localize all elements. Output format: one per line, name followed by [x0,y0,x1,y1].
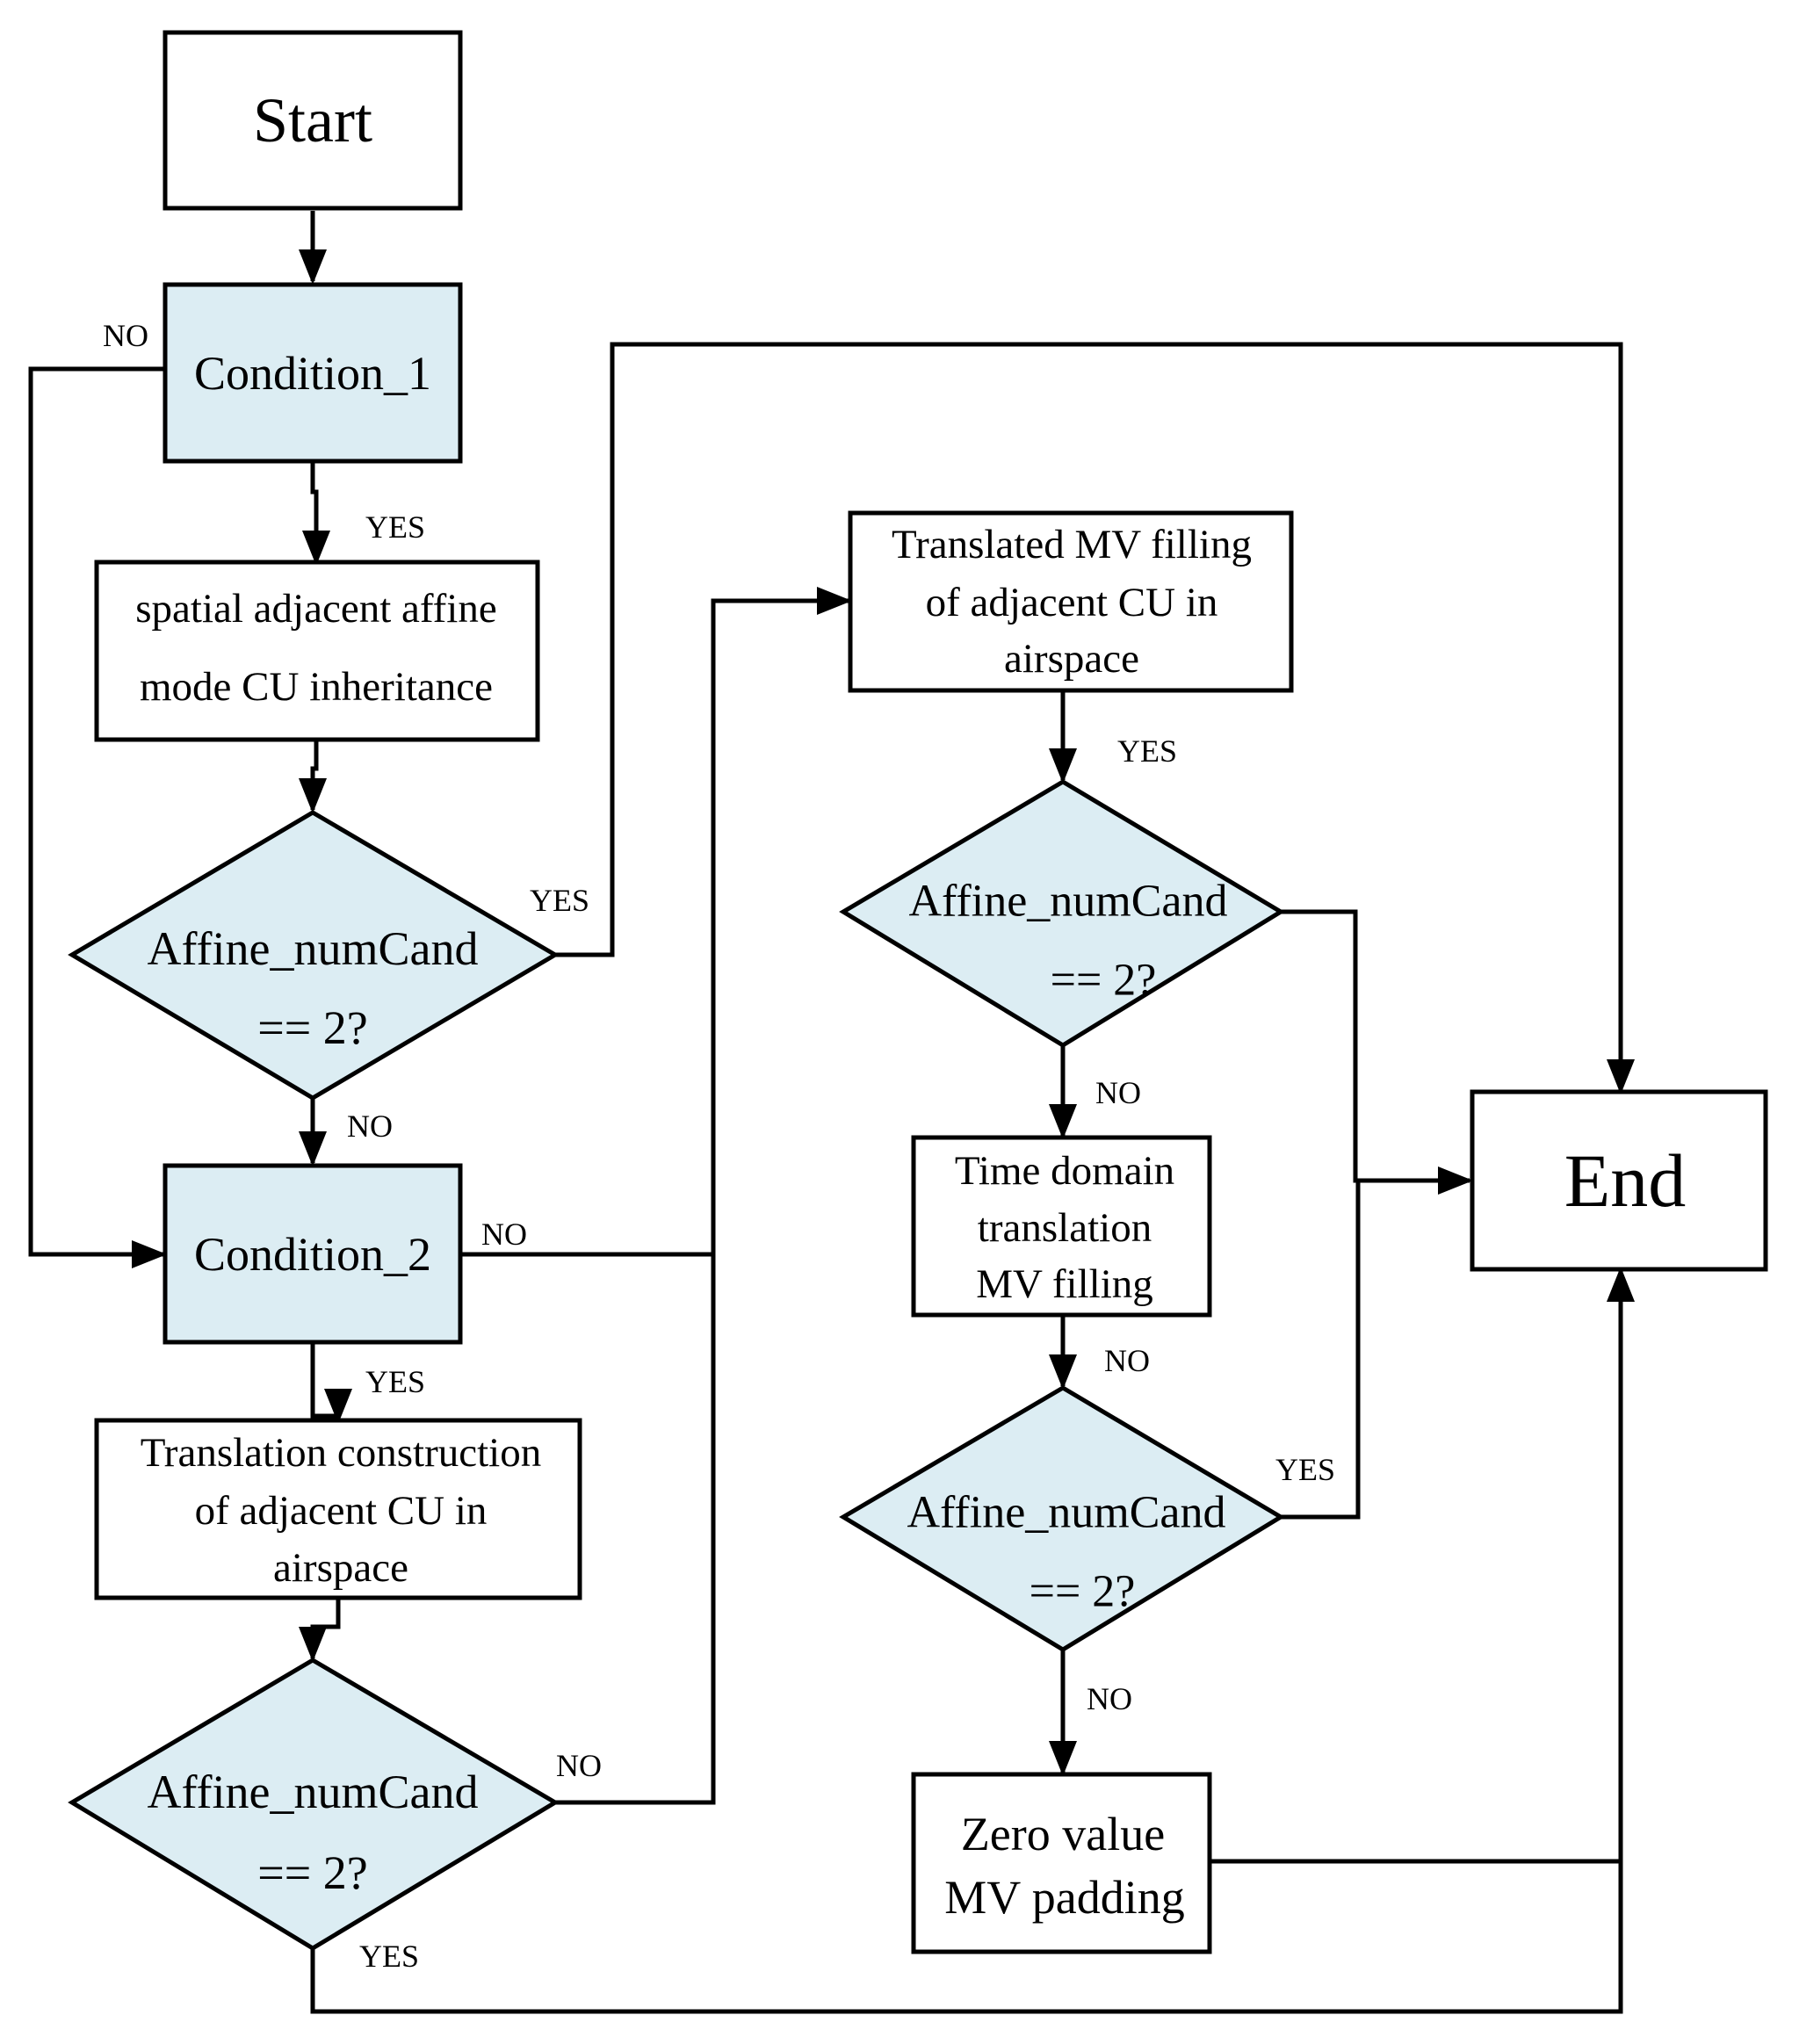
label-decision2-yes: YES [359,1939,419,1974]
edge-condition2-to-translation [310,1342,352,1424]
condition1-label: Condition_1 [194,347,431,400]
edges [28,211,1635,2014]
translated-mv-node: Translated MV filling of adjacent CU in … [848,510,1294,693]
zero-padding-node: Zero value MV padding [911,1772,1212,1954]
zero-padding-line2: MV padding [944,1871,1185,1924]
decision1-line1: Affine_numCand [148,922,479,975]
decision3-node: Affine_numCand == 2? [839,779,1285,1048]
translation-construction-line3: airspace [273,1545,408,1591]
time-domain-node: Time domain translation MV filling [911,1135,1212,1318]
edge-condition2-no-to-translated [461,587,852,1257]
label-condition1-yes: YES [365,509,425,545]
spatial-inherit-node: spatial adjacent affine mode CU inherita… [94,560,540,742]
label-condition1-no: NO [103,318,148,353]
edge-decision3-yes-to-end [1281,909,1473,1195]
edge-decision1-yes-to-end [555,342,1635,1094]
translated-mv-line3: airspace [1004,636,1139,682]
label-decision1-yes: YES [530,883,589,918]
edge-decision2-yes-to-end [310,1267,1635,2014]
label-decision3-no: NO [1095,1075,1141,1110]
start-node: Start [163,30,463,211]
condition1-node: Condition_1 [163,282,463,464]
time-domain-line2: translation [978,1205,1152,1251]
translation-construction-line2: of adjacent CU in [195,1488,488,1534]
label-translated-yes: YES [1117,733,1177,769]
translated-mv-line1: Translated MV filling [892,522,1252,567]
start-label: Start [253,85,372,155]
edge-decision4-yes [1281,1181,1361,1520]
decision4-node: Affine_numCand == 2? [839,1385,1285,1652]
label-condition2-no: NO [481,1217,527,1252]
condition2-node: Condition_2 [163,1163,463,1345]
translation-construction-line1: Translation construction [141,1430,541,1476]
decision2-node: Affine_numCand == 2? [68,1658,560,1951]
decision1-line2: == 2? [257,1001,367,1054]
label-decision4-yes: YES [1275,1452,1335,1487]
edge-decision2-no [555,1254,716,1805]
decision2-line1: Affine_numCand [148,1766,479,1818]
condition2-label: Condition_2 [194,1228,431,1281]
edge-labels: NO YES YES NO NO YES NO YES YES NO NO YE… [103,318,1335,1974]
label-condition2-yes: YES [365,1364,425,1399]
decision4-line1: Affine_numCand [907,1488,1226,1538]
edge-condition1-no-to-condition2 [28,366,167,1268]
end-label: End [1564,1138,1687,1223]
label-timedomain-no: NO [1104,1343,1150,1378]
spatial-inherit-line1: spatial adjacent affine [135,586,496,632]
label-decision2-no: NO [556,1748,602,1783]
label-decision1-no: NO [347,1109,393,1144]
edge-translation-to-decision2 [299,1597,341,1662]
end-node: End [1470,1089,1768,1272]
decision4-line2: == 2? [1030,1567,1136,1617]
edge-condition1-to-spatial [302,461,330,566]
spatial-inherit-line2: mode CU inheritance [140,664,493,710]
translated-mv-line2: of adjacent CU in [926,580,1218,625]
time-domain-line1: Time domain [955,1148,1174,1194]
decision3-line1: Affine_numCand [909,877,1228,927]
label-decision4-no: NO [1087,1681,1132,1716]
time-domain-line3: MV filling [976,1261,1153,1307]
decision3-line2: == 2? [1051,956,1157,1006]
edge-spatial-to-decision1 [299,740,327,813]
zero-padding-line1: Zero value [961,1808,1165,1860]
translation-construction-node: Translation construction of adjacent CU … [94,1418,582,1600]
decision1-node: Affine_numCand == 2? [68,810,560,1101]
decision2-line2: == 2? [257,1846,367,1899]
